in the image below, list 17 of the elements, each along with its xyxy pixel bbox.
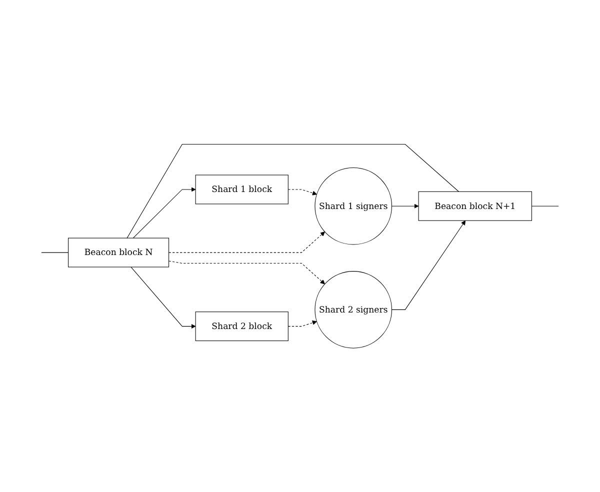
arrow <box>288 320 318 326</box>
arrow <box>392 220 466 310</box>
diagram: Shard 1 block Shard 1 signers Beacon block N Beacon block N+1 Shard 2 signers Shard 2 block <box>5 140 595 352</box>
arrow <box>392 204 419 208</box>
arrow <box>132 186 196 238</box>
arrow <box>130 266 196 328</box>
node-box <box>195 311 288 341</box>
arrow <box>168 231 325 253</box>
arrow <box>288 189 318 196</box>
node-circle <box>314 270 392 348</box>
node-box <box>195 174 288 204</box>
node-box <box>418 191 532 221</box>
connector <box>41 252 69 253</box>
node-box <box>68 238 170 268</box>
connector <box>126 144 460 238</box>
node-circle <box>314 167 392 245</box>
arrow <box>168 260 325 284</box>
